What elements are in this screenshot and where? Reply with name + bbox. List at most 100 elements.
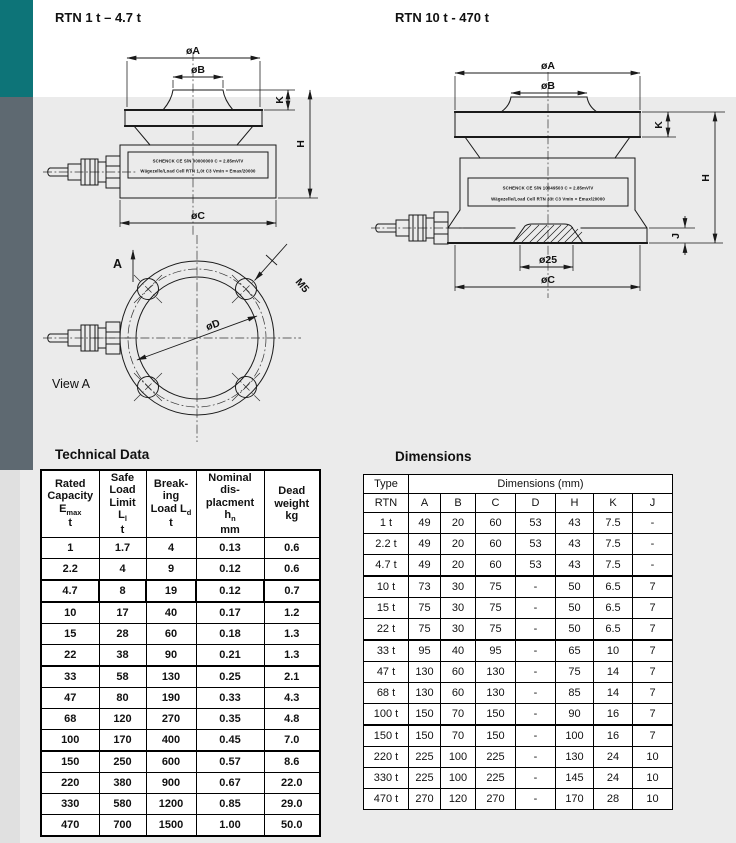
col-header-safe-load-limit: Safe Load Limit Ll t xyxy=(98,469,147,538)
cell: - xyxy=(515,682,556,704)
view-a-caption: View A xyxy=(52,377,91,391)
cell: 400 xyxy=(145,728,197,752)
cell: 75 xyxy=(475,597,516,619)
cell: 0.18 xyxy=(195,622,265,645)
cell: 20 xyxy=(440,554,476,577)
cell: 600 xyxy=(145,749,197,773)
cell: 150 xyxy=(40,749,100,773)
cell: 120 xyxy=(440,788,476,810)
col-header-nominal-displacement: Nominal dis- placment hn mm xyxy=(195,469,265,538)
side-view-large-model: øA øB SCHENCK CE S/N 10049503 C = 2.85mV… xyxy=(370,60,725,298)
cell: 10 xyxy=(40,600,100,624)
dim-label-h-small: H xyxy=(295,140,307,148)
cell: 29.0 xyxy=(263,792,321,815)
col-header-j: J xyxy=(632,493,673,513)
cell: 4 xyxy=(98,557,147,581)
col-header-k: K xyxy=(593,493,633,513)
cell: 50 xyxy=(555,597,594,619)
cell: 30 xyxy=(440,575,476,598)
cell: 150 xyxy=(408,703,441,726)
cell: 30 xyxy=(440,597,476,619)
dim-label-dia-d: øD xyxy=(204,317,222,333)
cell: 130 xyxy=(475,682,516,704)
cell: 68 xyxy=(40,707,100,730)
cell: 470 t xyxy=(363,788,409,810)
cell: 4 xyxy=(145,536,197,559)
cell: 53 xyxy=(515,554,556,577)
cell: 190 xyxy=(145,686,197,709)
cell: 7 xyxy=(632,724,673,747)
col-header-rated-capacity: Rated Capacity Emax t xyxy=(40,469,100,538)
cell: 130 xyxy=(475,661,516,683)
cell: 14 xyxy=(593,682,633,704)
cell: 4.8 xyxy=(263,707,321,730)
cell: 49 xyxy=(408,533,441,555)
cell: 150 xyxy=(475,724,516,747)
cell: 6.5 xyxy=(593,575,633,598)
nameplate-line2-small: Wägezelle/Load Cell RTN 1,0t C3 Vmin = E… xyxy=(140,169,256,174)
dim-label-dia-c-large: øC xyxy=(541,274,555,286)
cell: - xyxy=(515,661,556,683)
cell: 60 xyxy=(475,554,516,577)
cell: 68 t xyxy=(363,682,409,704)
header-line: Dead xyxy=(278,485,306,498)
cell: 8.6 xyxy=(263,749,321,773)
cell: - xyxy=(515,639,556,662)
dim-label-dia-a-small: øA xyxy=(186,45,200,57)
cell: 40 xyxy=(145,600,197,624)
cell: 50 xyxy=(555,618,594,641)
cell: 1.00 xyxy=(195,813,265,837)
dim-label-dia-25: ø25 xyxy=(539,254,557,266)
cell: 0.33 xyxy=(195,686,265,709)
cell: 47 t xyxy=(363,661,409,683)
nameplate-line1-small: SCHENCK CE S/N 00000000 C = 2.85mV/V xyxy=(153,159,244,164)
cell: 0.85 xyxy=(195,792,265,815)
cell: 58 xyxy=(98,664,147,688)
cell: 1 t xyxy=(363,512,409,534)
cell: 130 xyxy=(145,664,197,688)
cell: 7.0 xyxy=(263,728,321,752)
header-line: t xyxy=(68,517,73,530)
header-line: Break- xyxy=(153,478,189,491)
cell: 53 xyxy=(515,533,556,555)
cell: 225 xyxy=(475,746,516,768)
cell: 1.3 xyxy=(263,622,321,645)
cell: 7 xyxy=(632,597,673,619)
col-header-c: C xyxy=(475,493,516,513)
header-line: Load Ld xyxy=(150,502,192,517)
load-cell-technical-drawings: øA øB SCHENCK CE S/N 00000000 C = 2.85mV… xyxy=(42,45,725,442)
cell: 20 xyxy=(440,533,476,555)
cell: 0.45 xyxy=(195,728,265,752)
dim-label-k-small: K xyxy=(274,96,286,104)
sidebar-gray-block xyxy=(0,97,33,470)
cell: 100 xyxy=(440,746,476,768)
cell: 70 xyxy=(440,724,476,747)
col-header-b: B xyxy=(440,493,476,513)
cell: 330 xyxy=(40,792,100,815)
cell: 16 xyxy=(593,724,633,747)
cell: 580 xyxy=(98,792,147,815)
cell: - xyxy=(515,703,556,726)
cell: 0.7 xyxy=(263,578,321,603)
dimensions-heading: Dimensions xyxy=(395,449,472,464)
cell: 40 xyxy=(440,639,476,662)
cell: 7 xyxy=(632,682,673,704)
header-line: t xyxy=(120,523,125,536)
cell: 0.67 xyxy=(195,771,265,794)
accent-teal-block xyxy=(0,0,33,97)
cell: 49 xyxy=(408,554,441,577)
cell: 70 xyxy=(440,703,476,726)
cell: 0.57 xyxy=(195,749,265,773)
